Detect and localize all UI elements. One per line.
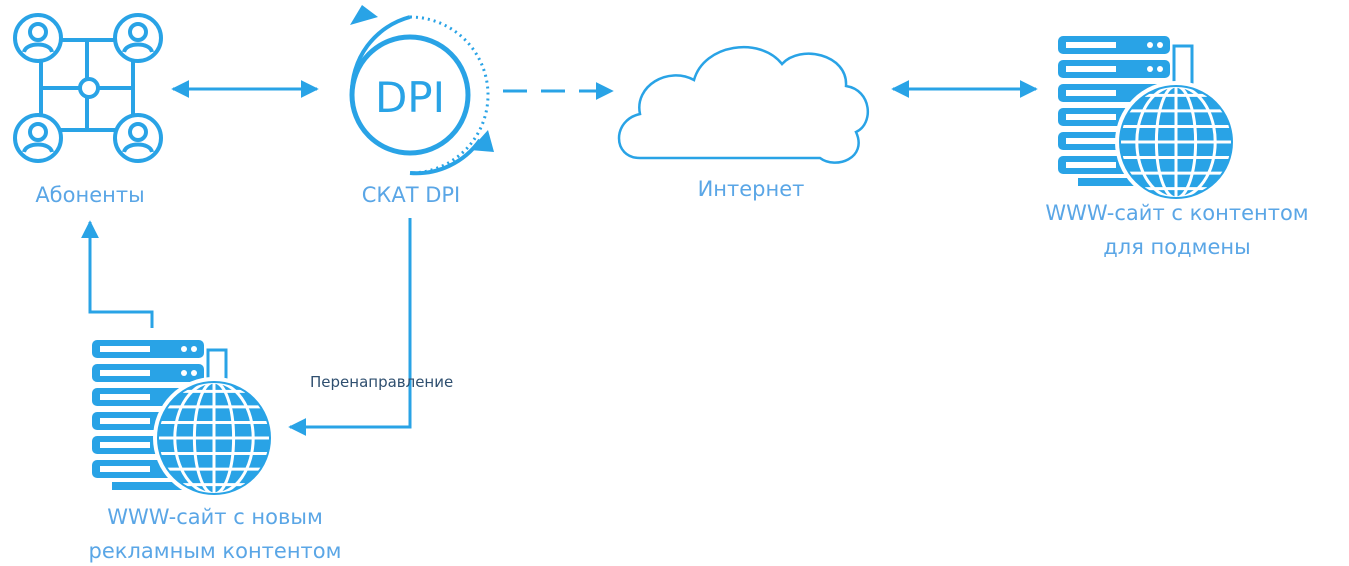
redirect-label: Перенаправление	[310, 373, 454, 391]
ad-site-subscribers-connector	[81, 220, 154, 328]
dpi-label: СКАТ DPI	[361, 183, 461, 207]
subscriber-avatar-icon	[13, 13, 63, 63]
subscriber-avatar-icon	[13, 113, 63, 163]
replace-site-label-line2: для подмены	[1103, 235, 1251, 259]
internet-cloud-icon	[617, 45, 870, 164]
globe-icon	[1115, 81, 1237, 203]
subscribers-label: Абоненты	[35, 183, 145, 207]
redirect-connector	[288, 218, 412, 436]
replace-site-label-line1: WWW-сайт с контентом	[1045, 201, 1309, 225]
internet-label: Интернет	[697, 177, 805, 201]
ad-site-label-line2: рекламным контентом	[88, 539, 342, 563]
subscriber-avatar-icon	[113, 113, 163, 163]
subscriber-avatar-icon	[113, 13, 163, 63]
globe-icon	[153, 377, 275, 499]
dpi-icon: DPI	[349, 5, 494, 176]
ad-site-label-line1: WWW-сайт с новым	[107, 505, 323, 529]
dpi-badge-text: DPI	[375, 73, 445, 122]
subscribers-network-icon	[13, 13, 163, 163]
